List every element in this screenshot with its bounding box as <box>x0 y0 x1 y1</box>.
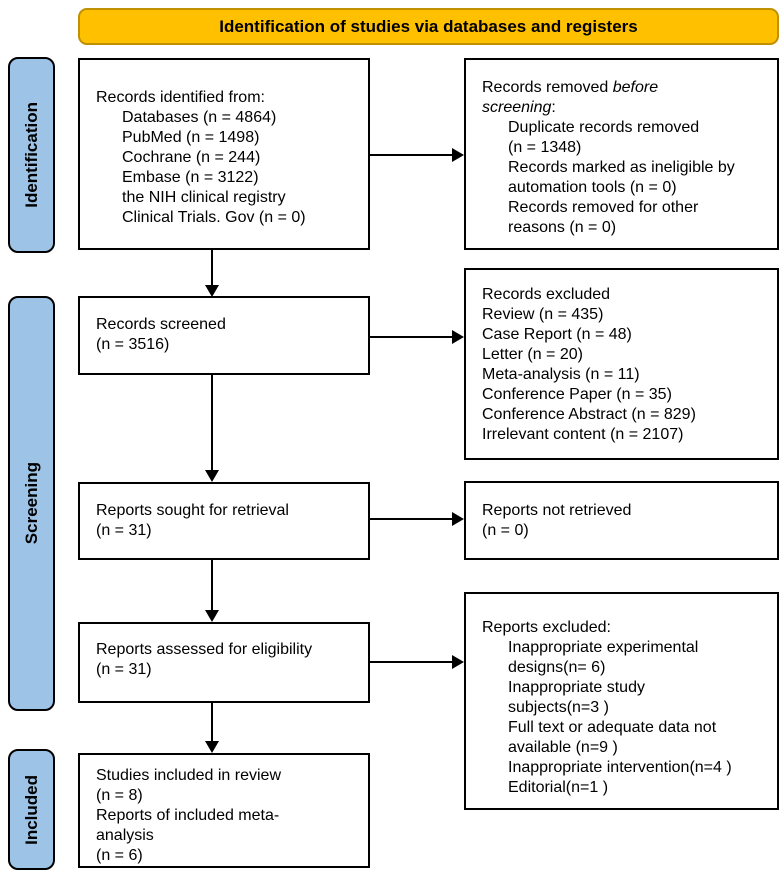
list-item: Meta-analysis (n = 11) <box>482 366 640 383</box>
list-item: Clinical Trials. Gov (n = 0) <box>122 209 306 226</box>
box-count: (n = 31) <box>96 661 152 678</box>
banner-title-label: Identification of studies via databases … <box>219 16 638 36</box>
list-item: PubMed (n = 1498) <box>122 129 260 146</box>
banner-title: Identification of studies via databases … <box>78 8 779 45</box>
arrow-sought-to-not-retrieved <box>369 512 464 526</box>
list-item: Duplicate records removed <box>508 119 700 136</box>
list-item: Conference Abstract (n = 829) <box>482 406 696 423</box>
box-studies-included: Studies included in review (n = 8) Repor… <box>78 753 370 868</box>
list-item: Inappropriate experimental <box>508 639 699 656</box>
list-item: Records marked as ineligible by <box>508 159 735 176</box>
arrow-identified-to-screened <box>205 250 219 297</box>
box-records-removed-before-screening: Records removed before screening: Duplic… <box>464 58 779 250</box>
list-item: Irrelevant content (n = 2107) <box>482 426 684 443</box>
box-title: Reports not retrieved <box>482 502 632 519</box>
arrow-screened-to-sought <box>205 375 219 482</box>
list-item: Conference Paper (n = 35) <box>482 386 672 403</box>
box-title: Records identified from: <box>96 89 265 106</box>
box-count: (n = 8) <box>96 787 143 804</box>
box-title: Studies included in review <box>96 767 281 784</box>
arrow-identified-to-removed <box>369 148 464 162</box>
box-title: screening: <box>482 99 556 116</box>
box-title: Records screened <box>96 316 226 333</box>
stage-label-identification: Identification <box>8 57 55 253</box>
list-item: Case Report (n = 48) <box>482 326 632 343</box>
list-item: Databases (n = 4864) <box>122 109 277 126</box>
stage-label-included: Included <box>8 749 55 870</box>
list-item: automation tools (n = 0) <box>508 179 677 196</box>
box-reports-assessed: Reports assessed for eligibility (n = 31… <box>78 622 370 703</box>
list-item: designs(n= 6) <box>508 659 606 676</box>
box-count: (n = 31) <box>96 522 152 539</box>
list-item: Inappropriate intervention(n=4 ) <box>508 759 732 776</box>
arrow-assessed-to-included <box>205 703 219 753</box>
box-reports-not-retrieved: Reports not retrieved (n = 0) <box>464 481 779 560</box>
list-item: Cochrane (n = 244) <box>122 149 261 166</box>
box-count: (n = 6) <box>96 847 143 864</box>
box-count: (n = 0) <box>482 522 529 539</box>
box-title: Reports excluded: <box>482 619 611 636</box>
list-item: Editorial(n=1 ) <box>508 779 609 796</box>
list-item: (n = 1348) <box>508 139 582 156</box>
list-item: Records removed for other <box>508 199 699 216</box>
list-item: available (n=9 ) <box>508 739 618 756</box>
arrow-screened-to-records-excluded <box>369 330 464 344</box>
list-item: the NIH clinical registry <box>122 189 286 206</box>
box-count: (n = 3516) <box>96 336 170 353</box>
list-item: subjects(n=3 ) <box>508 699 609 716</box>
box-records-identified: Records identified from: Databases (n = … <box>78 58 370 250</box>
box-title: Reports assessed for eligibility <box>96 641 313 658</box>
box-title: analysis <box>96 827 154 844</box>
arrow-assessed-to-reports-excluded <box>369 655 464 669</box>
box-reports-sought: Reports sought for retrieval (n = 31) <box>78 482 370 560</box>
box-title: Reports of included meta- <box>96 807 280 824</box>
arrow-sought-to-assessed <box>205 560 219 622</box>
box-records-excluded: Records excluded Review (n = 435) Case R… <box>464 268 779 460</box>
list-item: Letter (n = 20) <box>482 346 583 363</box>
box-title: Records removed before <box>482 79 659 96</box>
box-records-screened: Records screened (n = 3516) <box>78 296 370 375</box>
stage-label-screening: Screening <box>8 296 55 711</box>
list-item: reasons (n = 0) <box>508 219 617 236</box>
box-title: Reports sought for retrieval <box>96 502 289 519</box>
box-reports-excluded: Reports excluded: Inappropriate experime… <box>464 592 779 810</box>
list-item: Review (n = 435) <box>482 306 604 323</box>
box-title: Records excluded <box>482 286 611 303</box>
list-item: Full text or adequate data not <box>508 719 717 736</box>
list-item: Embase (n = 3122) <box>122 169 259 186</box>
list-item: Inappropriate study <box>508 679 645 696</box>
